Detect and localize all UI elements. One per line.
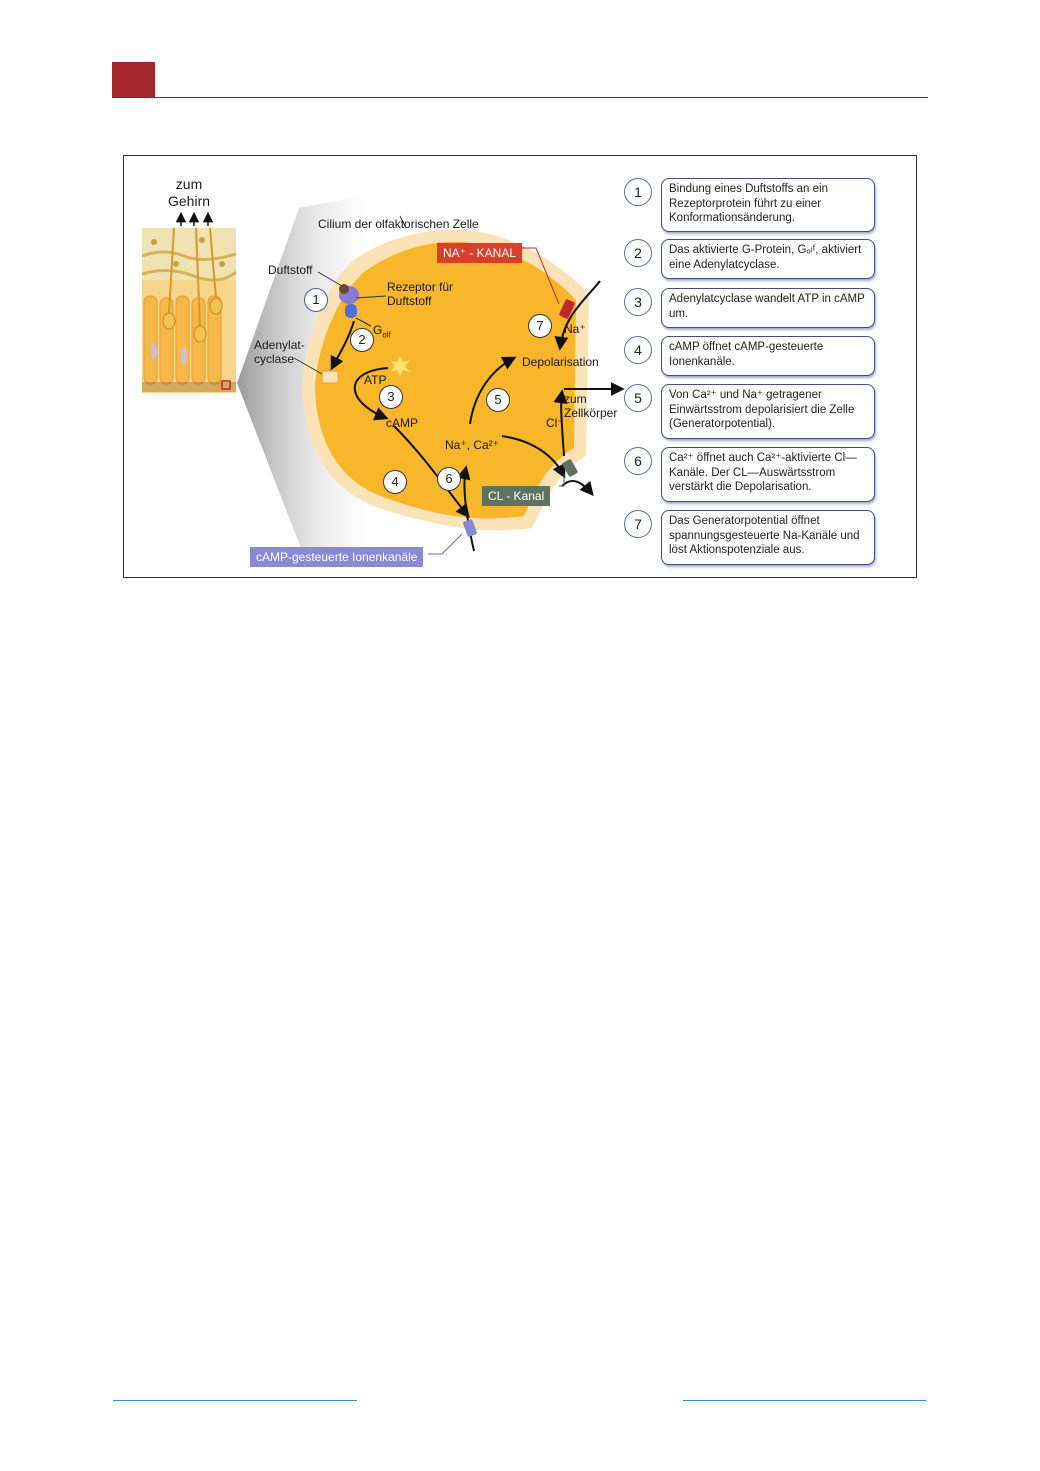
cl-channel-shape [562,459,578,477]
step-number: 5 [624,384,652,412]
diagram-marker-3: 3 [379,385,403,409]
step-text: Das aktivierte G-Protein, Gₒₗᶠ, aktivier… [661,239,875,279]
cl-kanal-tag: CL - Kanal [482,486,551,506]
cl-minus-label: Cl⁻ [546,416,564,430]
step-number: 3 [624,288,652,316]
na-kanal-tag: NA⁺ - KANAL [437,243,523,263]
zum-zellkoerper-label: zum Zellkörper [564,392,618,420]
atp-spark-icon [390,356,410,376]
olfactory-epithelium-image [141,227,237,393]
diagram-marker-1: 1 [304,288,328,312]
camp-kanaele-tag: cAMP-gesteuerte Ionenkanäle [250,547,424,567]
camp-label: cAMP [386,416,419,430]
na-plus-label: Na⁺ [564,322,586,336]
diagram-marker-5: 5 [486,388,510,412]
step-number: 2 [624,239,652,267]
na-ca-label: Na⁺, Ca²⁺ [445,438,500,452]
diagram-marker-6: 6 [437,467,461,491]
diagram-marker-4: 4 [383,470,407,494]
step-number: 4 [624,336,652,364]
diagram-marker-7: 7 [528,314,552,338]
footer-line-left [113,1400,357,1401]
camp-channel-shape [463,519,477,537]
g-olf-subscript: olf [382,330,391,340]
step-text: Das Generatorpotential öffnet spannungsg… [661,510,875,565]
step-number: 7 [624,510,652,538]
g-olf-label: Golf [373,323,391,342]
header-accent-square [112,62,155,98]
rezeptor-label: Rezeptor für Duftstoff [387,280,454,308]
diagram-marker-2: 2 [350,328,374,352]
footer-line-right [683,1400,926,1401]
step-text: Bindung eines Duftstoffs an ein Rezeptor… [661,178,875,232]
olfactory-transduction-figure: zum Gehirn Cilium der olfaktorischen Zel… [123,155,917,578]
diagram-graphics [141,196,625,556]
cilium-label: Cilium der olfaktorischen Zelle [318,217,479,231]
step-text: Adenylatcyclase wandelt ATP in cAMP um. [661,288,875,328]
adenylatcyclase-label: Adenylat- cyclase [254,338,305,366]
adenylate-cyclase-shape [321,370,339,384]
duftstoff-label: Duftstoff [268,263,313,277]
step-text: Ca²⁺ öffnet auch Ca²⁺-aktivierte Cl— Kan… [661,447,875,502]
step-number: 1 [624,178,652,206]
header-rule [112,97,928,98]
zum-gehirn-label: zum Gehirn [168,176,211,209]
cilium-cell [315,241,576,519]
step-text: Von Ca²⁺ und Na⁺ getragener Einwärtsstro… [661,384,875,439]
step-text: cAMP öffnet cAMP-gesteuerte Ionenkanäle. [661,336,875,376]
g-olf-letter: G [373,323,383,337]
step-number: 6 [624,447,652,475]
odorant-molecule [339,284,349,294]
na-channel-shape [559,299,575,319]
g-olf-protein [345,304,357,318]
depolarisation-label: Depolarisation [522,355,599,369]
atp-label: ATP [364,373,387,387]
